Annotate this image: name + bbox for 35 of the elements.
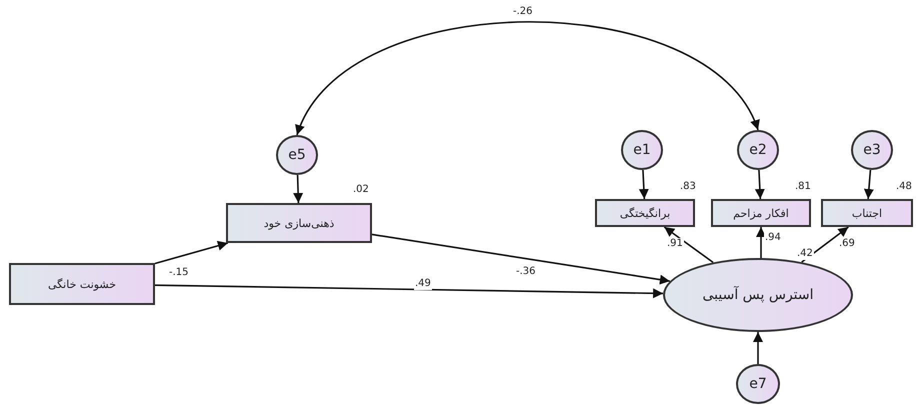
error-circle [736, 364, 780, 404]
node-label: برانگیختگی [620, 206, 670, 220]
arrow [801, 226, 849, 263]
node-label: e1 [633, 142, 651, 158]
squared-correlation-label: .42 [796, 248, 814, 260]
error-circle [737, 130, 779, 170]
node-label: e3 [863, 142, 881, 158]
arrow [154, 284, 664, 298]
arrow [756, 227, 766, 258]
curved-double-arrow [296, 21, 759, 136]
arrow [638, 170, 649, 200]
arrow [753, 332, 763, 364]
arrow [664, 226, 714, 264]
node-label: اجتناب [852, 206, 882, 220]
variable-box [9, 263, 155, 305]
error-circle [621, 130, 663, 170]
variable-box [711, 199, 811, 227]
arrow [293, 174, 304, 204]
edge-label: .49 [414, 278, 432, 290]
arrow [864, 170, 874, 200]
node-label: ذهنی‌سازی خود [264, 216, 334, 230]
arrow [372, 234, 670, 285]
arrow [754, 170, 765, 200]
node-label: e2 [749, 142, 767, 158]
node-label: e5 [288, 147, 306, 163]
error-circle [851, 130, 893, 170]
variable-box [595, 199, 695, 227]
node-label: خشونت خانگی [48, 278, 116, 290]
variable-box [821, 199, 913, 227]
node-label: e7 [749, 376, 767, 392]
variable-box [226, 203, 372, 243]
node-label: افکار مزاحم [733, 206, 789, 220]
arrow [154, 240, 228, 264]
node-label: استرس پس آسیبی [702, 287, 814, 303]
error-circle [276, 135, 318, 175]
